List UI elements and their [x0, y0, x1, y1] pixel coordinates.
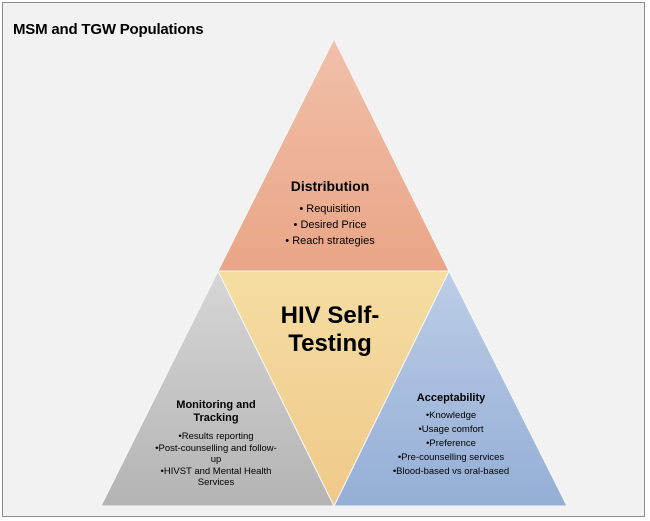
center-inverted-triangle: [217, 270, 450, 508]
acceptability-item: Knowledge: [385, 410, 517, 422]
acceptability-list: Knowledge Usage comfort Preference Pre-c…: [385, 410, 517, 478]
distribution-item: Desired Price: [230, 217, 430, 233]
monitoring-heading-line2: Tracking: [193, 412, 239, 424]
distribution-block: Distribution Requisition Desired Price R…: [230, 178, 430, 249]
distribution-item: Requisition: [230, 201, 430, 217]
center-title-line2: Testing: [288, 330, 372, 357]
acceptability-block: Acceptability Knowledge Usage comfort Pr…: [385, 392, 517, 480]
acceptability-item: Blood-based vs oral-based: [385, 466, 517, 478]
monitoring-block: Monitoring and Tracking Results reportin…: [155, 399, 277, 489]
acceptability-item: Preference: [385, 438, 517, 450]
center-title-line1: HIV Self-: [280, 302, 380, 329]
distribution-heading: Distribution: [290, 178, 370, 194]
distribution-list: Requisition Desired Price Reach strategi…: [230, 201, 430, 249]
acceptability-item: Usage comfort: [385, 424, 517, 436]
monitoring-item: Post-counselling and follow-up: [155, 443, 277, 466]
monitoring-item: Results reporting: [155, 431, 277, 443]
monitoring-list: Results reporting Post-counselling and f…: [155, 431, 277, 489]
acceptability-heading: Acceptability: [416, 392, 486, 404]
monitoring-heading-line1: Monitoring and: [176, 399, 256, 411]
distribution-item: Reach strategies: [230, 233, 430, 249]
page-title: MSM and TGW Populations: [13, 21, 204, 38]
monitoring-item: HIVST and Mental Health Services: [155, 466, 277, 489]
acceptability-item: Pre-counselling services: [385, 452, 517, 464]
monitoring-heading: Monitoring and Tracking: [155, 399, 277, 425]
center-title: HIV Self- Testing: [250, 302, 410, 358]
